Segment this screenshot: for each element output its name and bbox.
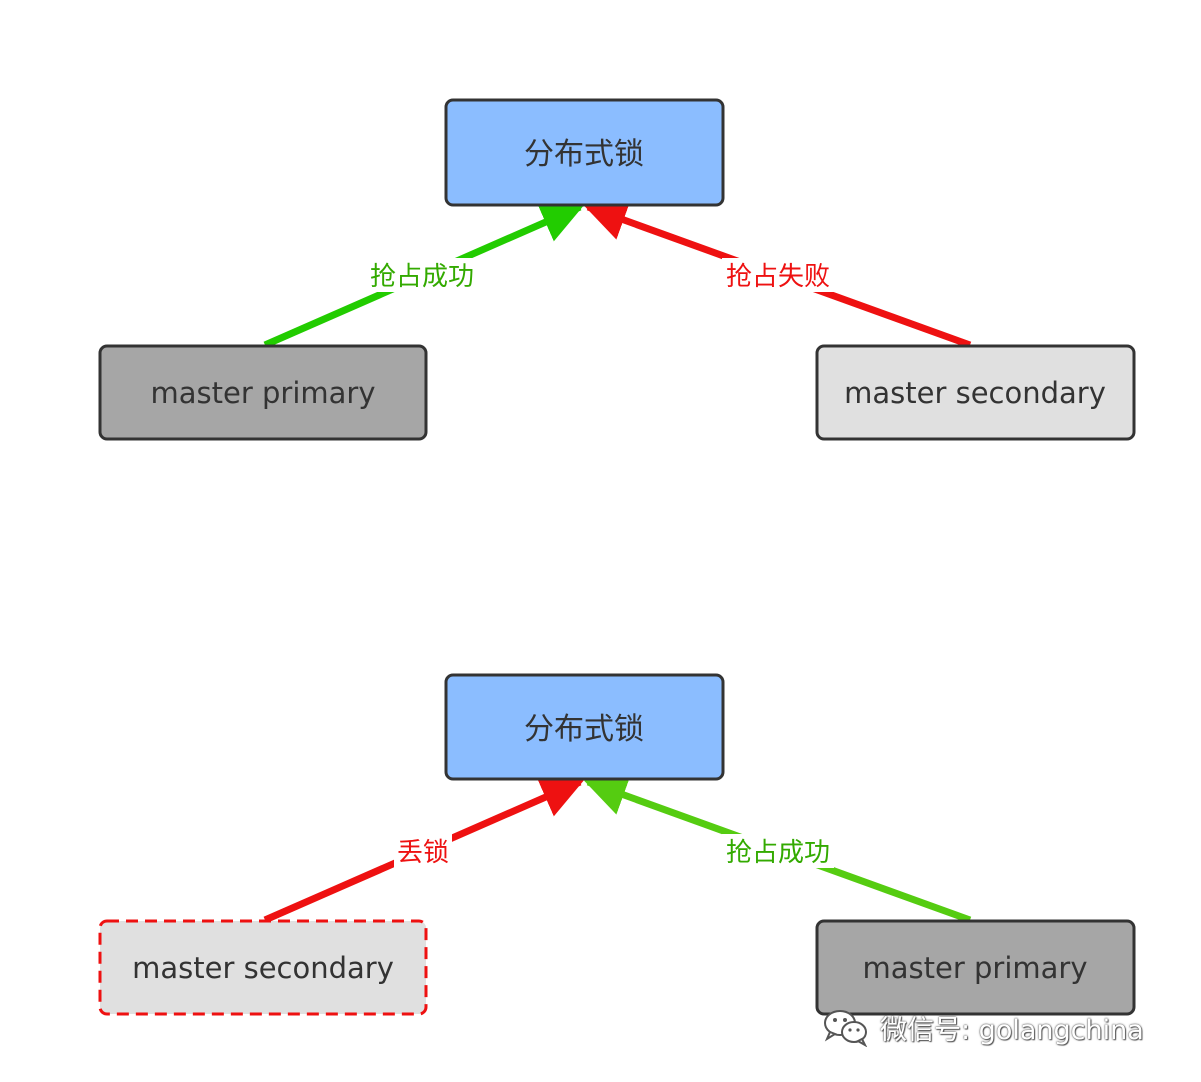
watermark: 微信号: golangchina bbox=[822, 1004, 1144, 1050]
wechat-icon bbox=[824, 1010, 868, 1047]
diagram-bottom: 丢锁 抢占成功 分布式锁 master secondary master pri… bbox=[98, 673, 1136, 1016]
lock-node-label: 分布式锁 bbox=[524, 712, 644, 747]
watermark-text: 微信号: golangchina bbox=[880, 1014, 1144, 1046]
master-secondary-label: master secondary bbox=[844, 376, 1106, 410]
edge-label-bg bbox=[366, 258, 478, 292]
master-secondary-label: master secondary bbox=[132, 951, 394, 985]
edge-label-lost-bottom: 丢锁 bbox=[397, 838, 449, 868]
edge-label-bg bbox=[394, 834, 452, 868]
master-primary-label: master primary bbox=[863, 951, 1088, 985]
master-secondary-node-bottom: master secondary bbox=[98, 919, 428, 1016]
lock-node-label: 分布式锁 bbox=[524, 137, 644, 172]
lock-node-top: 分布式锁 bbox=[444, 98, 725, 207]
edge-label-success-top: 抢占成功 bbox=[370, 262, 474, 292]
master-primary-node-bottom: master primary bbox=[815, 919, 1136, 1016]
edge-label-bg bbox=[722, 834, 834, 868]
master-secondary-node-top: master secondary bbox=[815, 344, 1136, 441]
master-primary-label: master primary bbox=[151, 376, 376, 410]
edge-label-bg bbox=[722, 258, 834, 292]
edge-label-fail-top: 抢占失败 bbox=[726, 262, 830, 292]
diagram-top: 抢占成功 抢占失败 分布式锁 master primary master sec… bbox=[98, 98, 1136, 441]
edge-label-success-bottom: 抢占成功 bbox=[726, 838, 830, 868]
master-primary-node-top: master primary bbox=[98, 344, 428, 441]
lock-node-bottom: 分布式锁 bbox=[444, 673, 725, 781]
